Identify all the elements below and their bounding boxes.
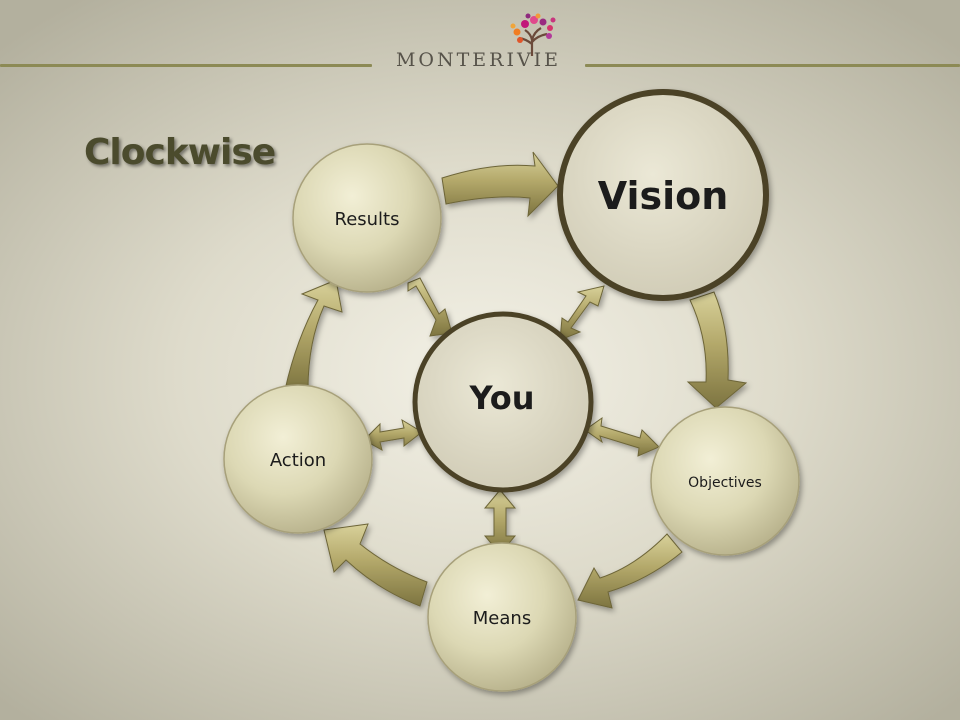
slide-title: Clockwise [84,132,276,173]
node-you-label: You [469,379,535,417]
spoke-you-action [363,418,423,451]
node-vision-label: Vision [598,174,729,218]
header-rule-left [0,64,372,67]
arrow-vision-to-objectives [686,291,748,409]
header-rule-right [585,64,960,67]
brand-name: MONTERIVIE [395,49,562,71]
spoke-you-results [407,277,453,337]
arrow-means-to-action [323,523,428,607]
node-action: Action [223,384,373,534]
node-objectives: Objectives [650,406,800,556]
node-action-label: Action [270,450,326,471]
node-results: Results [292,143,442,293]
node-vision: Vision [557,89,769,301]
node-objectives-label: Objectives [688,475,762,491]
spoke-you-vision [559,285,605,341]
monterivie-logo-icon [510,13,556,56]
node-means-label: Means [473,608,531,629]
node-means: Means [427,542,577,692]
spoke-you-objectives [584,416,660,457]
arrow-objectives-to-means [577,533,683,609]
arrow-results-to-vision [441,151,559,218]
arrow-action-to-results [284,279,343,391]
node-results-label: Results [335,209,400,230]
node-you: You [412,311,594,493]
